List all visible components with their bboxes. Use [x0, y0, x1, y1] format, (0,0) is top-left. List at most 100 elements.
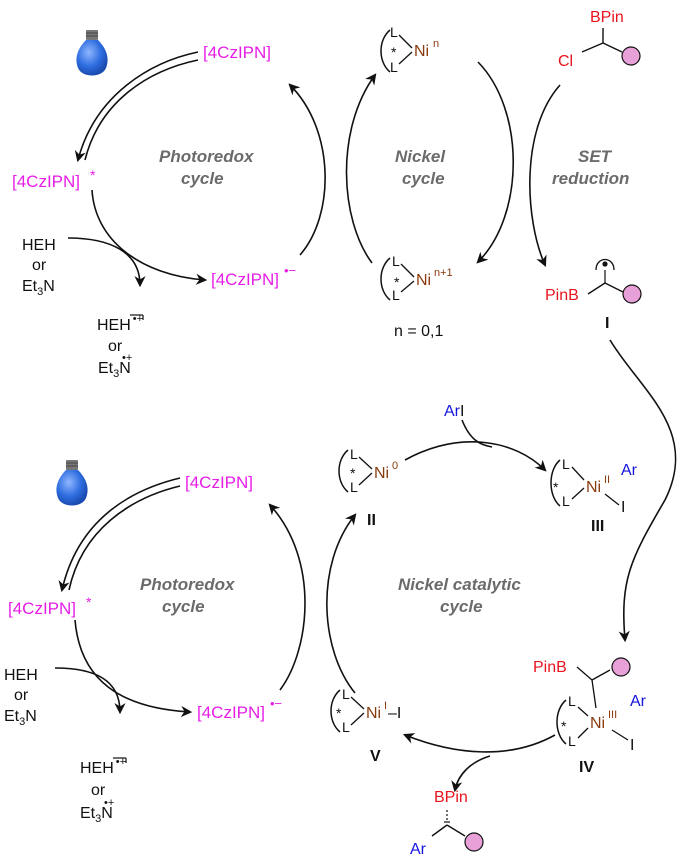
svg-text:III: III — [608, 709, 617, 721]
svg-text:BPin: BPin — [434, 789, 468, 806]
photoredox-label-top: Photoredox — [159, 147, 255, 166]
svg-text:n+1: n+1 — [434, 267, 453, 279]
photoredox-cycle-label-bottom: cycle — [162, 597, 205, 616]
svg-text:L: L — [392, 287, 400, 303]
svg-text:L: L — [562, 493, 570, 509]
light-bulb-icon — [56, 460, 88, 506]
ni1-complex: L L * Ni I –I V — [330, 686, 401, 765]
excitation-arrow — [74, 51, 199, 163]
oxidized-heh-bottom: HEH•+ — [80, 756, 126, 777]
svg-text:L: L — [568, 693, 576, 709]
excited-star-top: * — [90, 167, 96, 183]
relaxation-arrow — [84, 59, 199, 161]
svg-text:Ni: Ni — [374, 465, 389, 482]
oxidized-et-bottom: Et3N — [80, 805, 113, 825]
svg-text:*: * — [350, 465, 356, 481]
reductant-or-bottom: or — [14, 687, 29, 704]
svg-text:L: L — [350, 479, 358, 495]
svg-text:L: L — [562, 456, 570, 472]
svg-text:L: L — [350, 446, 358, 462]
radical-intermediate: PinB I — [545, 258, 642, 332]
svg-text:L: L — [342, 686, 350, 702]
ni-n1-complex: L L * Ni n+1 — [380, 253, 453, 303]
oxidized-heh-top: HEH•+ — [97, 313, 143, 334]
oxidized-et-top: Et3N — [98, 360, 131, 380]
svg-text:Cl: Cl — [558, 53, 573, 70]
pc-ground-bottom: [4CzIPN] — [185, 473, 253, 492]
pc-reduced-bottom: [4CzIPN] — [197, 703, 265, 722]
reductant-arrow — [67, 237, 146, 288]
relaxation-arrow-bottom — [68, 485, 181, 591]
oxidative-addition-arrow — [404, 441, 547, 472]
svg-text:V: V — [370, 748, 381, 765]
radical-transfer-arrow — [609, 339, 677, 643]
nickel-catalytic-cycle-label: cycle — [440, 597, 483, 616]
pc-reduced-top: [4CzIPN] — [211, 270, 279, 289]
svg-text:Ni: Ni — [590, 715, 605, 732]
substituent-ball-icon — [621, 46, 641, 66]
pc-ground-top: [4CzIPN] — [203, 43, 271, 62]
reductant-or-top: or — [32, 257, 47, 274]
nickel-cycle-label-top: cycle — [402, 169, 445, 188]
oxidized-et-sup-top: •+ — [122, 352, 132, 364]
svg-text:PinB: PinB — [533, 659, 567, 676]
reductant-heh-bottom: HEH — [4, 667, 38, 684]
svg-text:Ni: Ni — [416, 272, 431, 289]
radical-anion-sup-top: •− — [284, 263, 296, 278]
chiral-boronate-product: BPin Ar — [410, 789, 484, 858]
reductant-heh-top: HEH — [22, 237, 56, 254]
pc-excited-top: [4CzIPN] — [12, 172, 80, 191]
nickel-label-top: Nickel — [395, 147, 446, 166]
svg-text:*: * — [336, 705, 342, 721]
svg-text:I: I — [621, 499, 625, 516]
svg-text:Ni: Ni — [414, 43, 429, 60]
photoredox-label-bottom: Photoredox — [140, 575, 236, 594]
svg-text:*: * — [391, 44, 397, 60]
light-bulb-icon — [76, 30, 108, 76]
oxidized-or-bottom: or — [91, 782, 106, 799]
svg-text:0: 0 — [392, 460, 398, 472]
svg-text:Ar: Ar — [621, 462, 638, 479]
excitation-arrow-bottom — [58, 477, 181, 593]
ar-i-entry-arrow — [461, 419, 493, 448]
reductive-elimination-arrow — [402, 733, 556, 753]
svg-text:II: II — [367, 512, 376, 529]
oxidized-et-sup-bottom: •+ — [104, 797, 114, 809]
oxidized-or-top: or — [108, 338, 123, 355]
reduction-label: reduction — [552, 169, 629, 188]
svg-text:BPin: BPin — [590, 9, 624, 26]
svg-text:L: L — [390, 24, 398, 40]
chloro-boronate-substrate: BPin Cl — [558, 9, 641, 70]
svg-text:PinB: PinB — [545, 287, 579, 304]
svg-text:L: L — [568, 733, 576, 749]
set-label: SET — [578, 147, 613, 166]
reductant-arrow-bottom — [54, 667, 126, 715]
photoredox-arc-bottom-2 — [74, 619, 193, 718]
svg-text:*: * — [553, 479, 559, 495]
reductant-et-bottom: Et3N — [4, 708, 37, 728]
svg-text:*: * — [394, 274, 400, 290]
svg-text:IV: IV — [579, 759, 594, 776]
svg-text:Ar: Ar — [410, 841, 427, 858]
pc-excited-bottom: [4CzIPN] — [8, 599, 76, 618]
ni2-complex: L L * Ni II Ar I III — [550, 456, 638, 535]
svg-text:*: * — [561, 718, 567, 734]
svg-text:Ni: Ni — [586, 479, 601, 496]
svg-text:III: III — [591, 518, 604, 535]
svg-text:–I: –I — [388, 705, 401, 722]
aryl-iodide: ArI — [444, 403, 464, 420]
photoredox-arc-right-2 — [268, 503, 306, 691]
radical-anion-sup-bottom: •− — [270, 696, 282, 711]
ni-cycle-arc-left — [326, 513, 357, 694]
ni-n-complex: L L * Ni n — [380, 24, 439, 75]
svg-text:I: I — [605, 315, 609, 332]
svg-text:n: n — [433, 38, 439, 50]
svg-text:L: L — [392, 253, 400, 269]
svg-text:I: I — [630, 737, 634, 754]
substituent-ball-icon — [464, 832, 484, 852]
photoredox-cycle-label-top: cycle — [181, 169, 224, 188]
photoredox-arc-right — [288, 83, 326, 256]
photoredox-arc-bottom — [91, 189, 208, 285]
nickel-arc-left — [345, 73, 377, 264]
